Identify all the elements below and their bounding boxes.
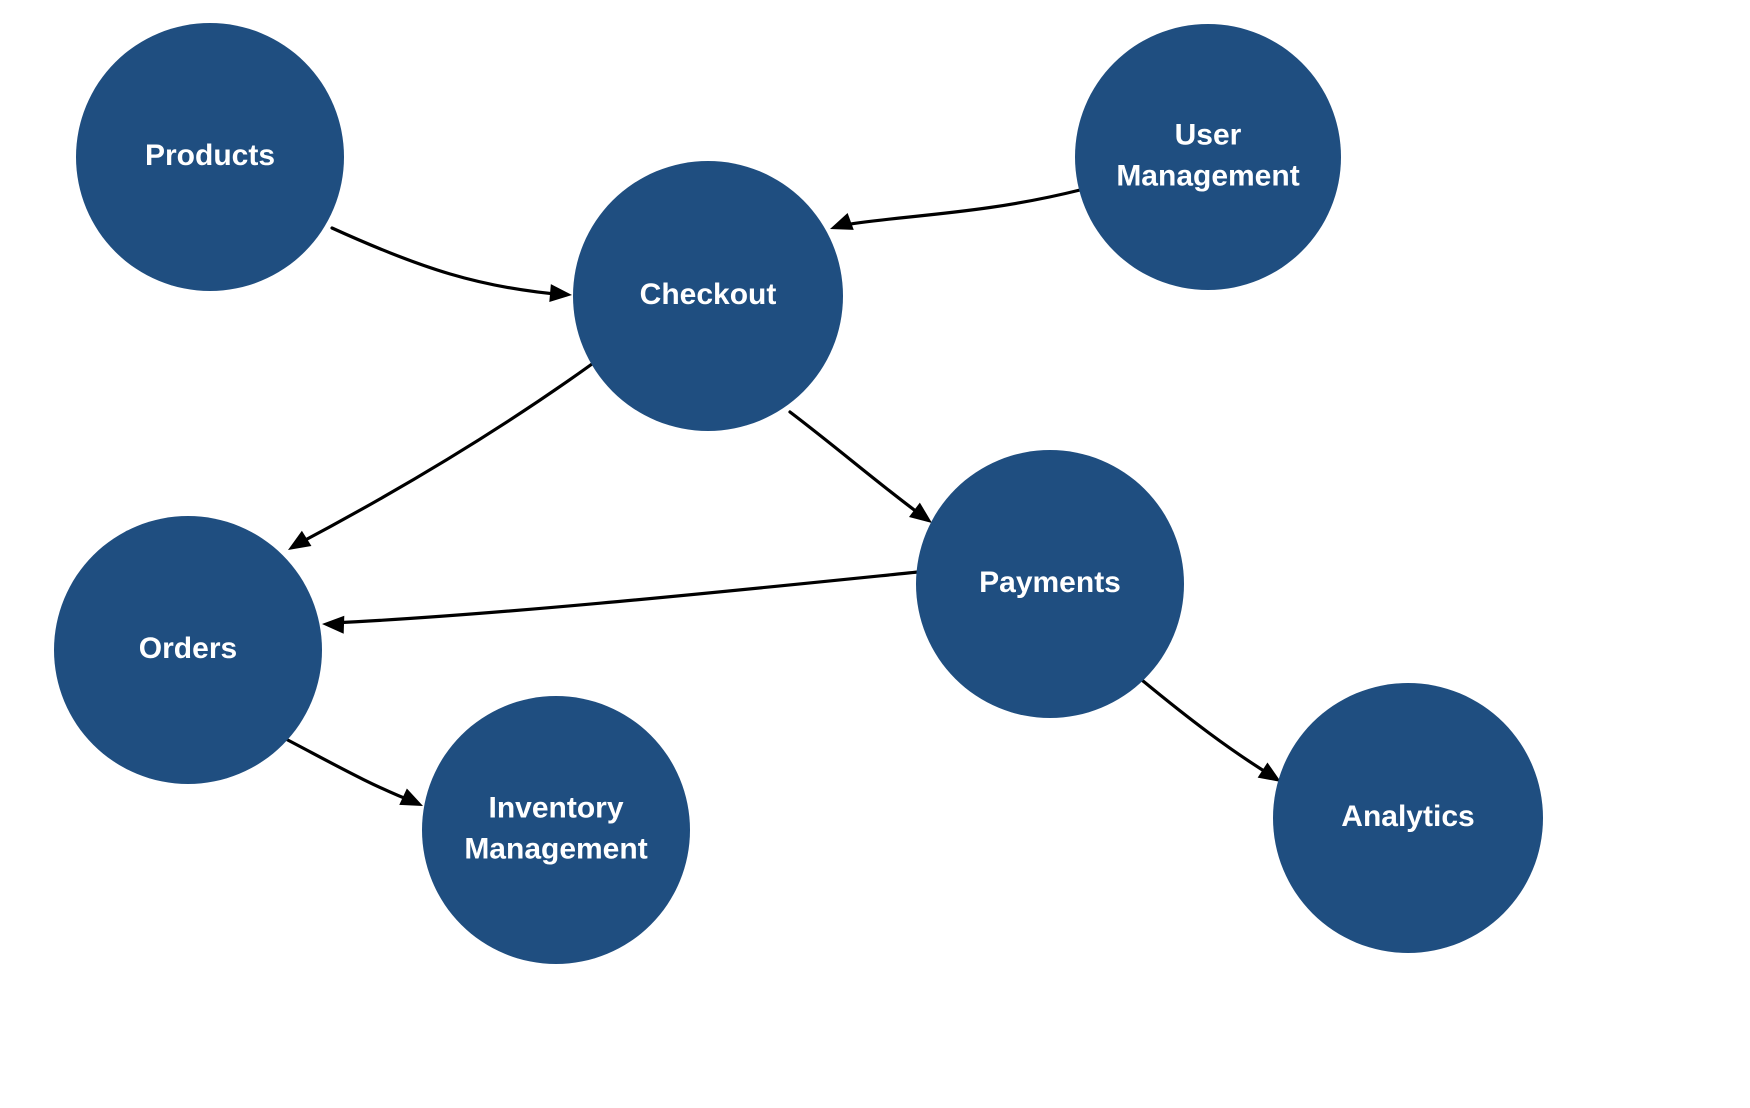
edge-user-management-to-checkout <box>830 188 1082 230</box>
edge-line <box>836 188 1082 228</box>
arrow-head-icon <box>288 530 312 550</box>
node-circle[interactable] <box>54 516 322 784</box>
arrow-head-icon <box>1257 762 1281 782</box>
arrow-head-icon <box>909 502 932 523</box>
edges-layer <box>280 188 1281 806</box>
node-analytics[interactable]: Analytics <box>1273 683 1543 953</box>
edge-checkout-to-orders <box>288 362 594 550</box>
edge-line <box>294 362 594 547</box>
arrow-head-icon <box>322 615 345 634</box>
node-payments[interactable]: Payments <box>916 450 1184 718</box>
edge-orders-to-inventory-management <box>280 735 423 806</box>
edge-payments-to-analytics <box>1135 674 1281 782</box>
arrow-head-icon <box>830 213 854 230</box>
edge-line <box>330 226 568 297</box>
edge-line <box>1135 674 1274 778</box>
node-circle[interactable] <box>76 23 344 291</box>
edge-line <box>330 570 920 625</box>
node-orders[interactable]: Orders <box>54 516 322 784</box>
node-circle[interactable] <box>1273 683 1543 953</box>
node-checkout[interactable]: Checkout <box>573 161 843 431</box>
node-circle[interactable] <box>422 696 690 964</box>
node-circle[interactable] <box>916 450 1184 718</box>
edge-products-to-checkout <box>330 226 572 303</box>
edge-line <box>280 735 416 804</box>
node-circle[interactable] <box>1075 24 1341 290</box>
edge-checkout-to-payments <box>788 410 932 523</box>
edge-line <box>788 410 927 520</box>
arrow-head-icon <box>549 284 572 303</box>
arrow-head-icon <box>399 788 423 806</box>
edge-payments-to-orders <box>322 570 920 634</box>
node-products[interactable]: Products <box>76 23 344 291</box>
node-circle[interactable] <box>573 161 843 431</box>
